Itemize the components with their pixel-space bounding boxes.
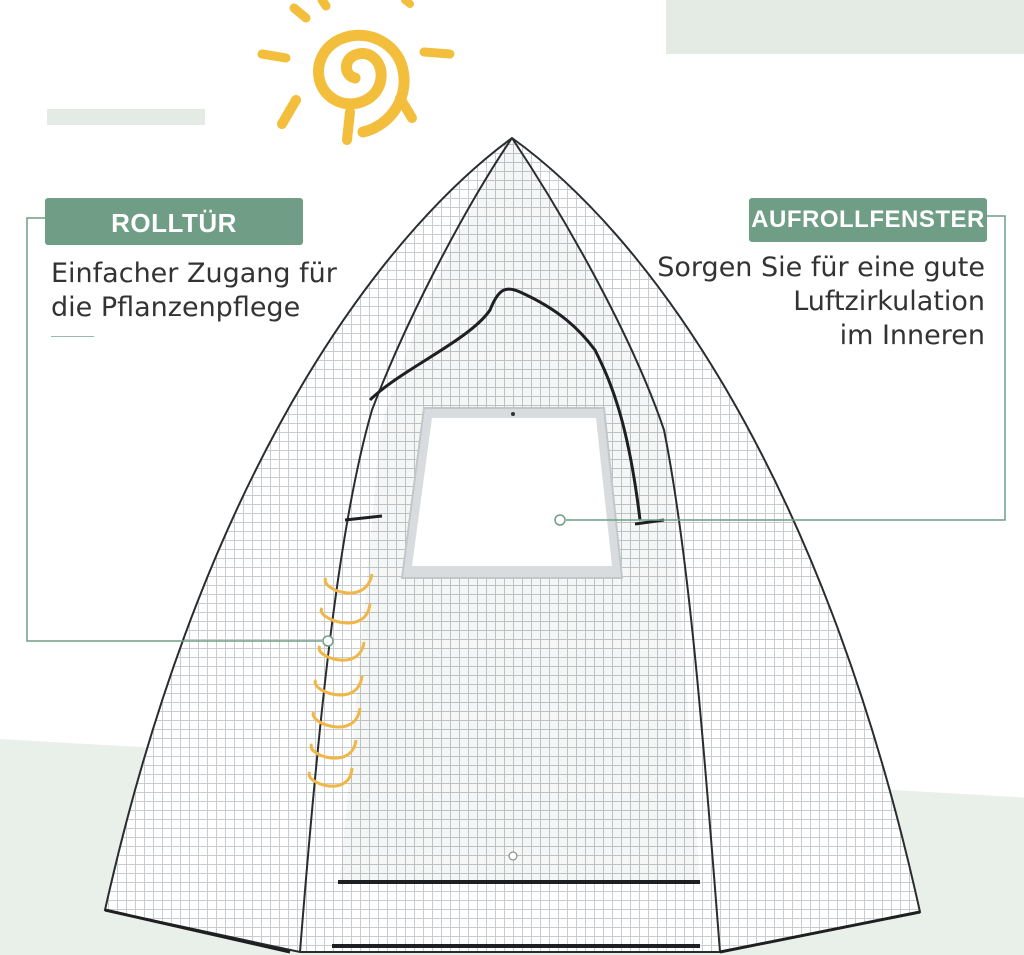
- greenhouse: [103, 136, 922, 954]
- window-feature-description: Sorgen Sie für eine gute Luftzirkulation…: [600, 251, 985, 353]
- door-feature-description: Einfacher Zugang für die Pflanzenpflege: [51, 257, 371, 325]
- door-feature-line-1: Einfacher Zugang für: [51, 258, 337, 289]
- background-band-left: [47, 109, 205, 125]
- window-feature-line-1: Sorgen Sie für eine gute: [657, 252, 985, 283]
- window-feature-line-3: im Inneren: [839, 320, 985, 351]
- callout-right: [554, 215, 1006, 526]
- door-ties: [307, 573, 374, 788]
- door-feature-title: ROLLTÜR: [45, 198, 303, 245]
- window-feature-line-2: Luftzirkulation: [793, 286, 985, 317]
- background-band-top: [666, 0, 1024, 54]
- door-feature-line-2: die Pflanzenpflege: [51, 292, 301, 323]
- divider: [51, 336, 94, 337]
- window-feature-title: AUFROLLFENSTER: [749, 198, 987, 242]
- callout-left: [26, 217, 334, 647]
- sun-icon: [257, 0, 455, 145]
